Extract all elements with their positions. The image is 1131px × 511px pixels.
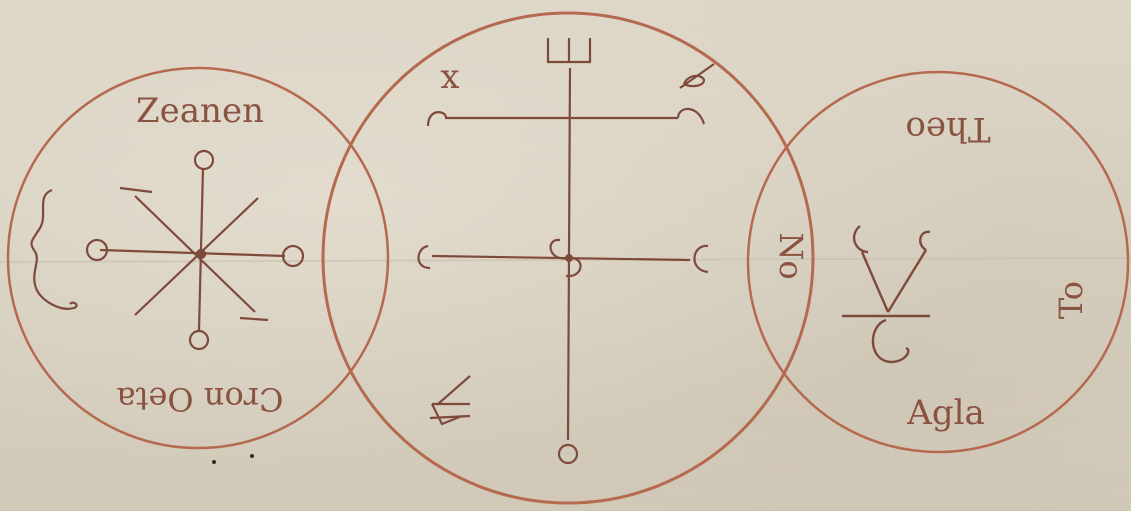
right-seal-right-text: To	[1052, 281, 1090, 319]
star-sigil	[32, 151, 303, 349]
right-seal-left-text: No	[772, 232, 810, 279]
cross-sigil	[419, 38, 715, 463]
left-seal-top-text: Zeanen	[136, 91, 264, 131]
right-seal-top-text: Theo	[905, 109, 990, 149]
right-seal: Theo No To Agla	[748, 72, 1128, 452]
left-seal: Zeanen Cron Oeta	[8, 68, 388, 464]
center-seal-top-left-mark: x	[440, 57, 459, 97]
center-point	[565, 254, 573, 262]
horn-sigil	[842, 226, 930, 362]
center-seal: x	[323, 13, 813, 503]
ink-dot	[250, 454, 254, 458]
right-seal-bottom-text: Agla	[906, 393, 984, 433]
ink-dot	[212, 460, 216, 464]
left-seal-bottom-text: Cron Oeta	[117, 380, 284, 418]
